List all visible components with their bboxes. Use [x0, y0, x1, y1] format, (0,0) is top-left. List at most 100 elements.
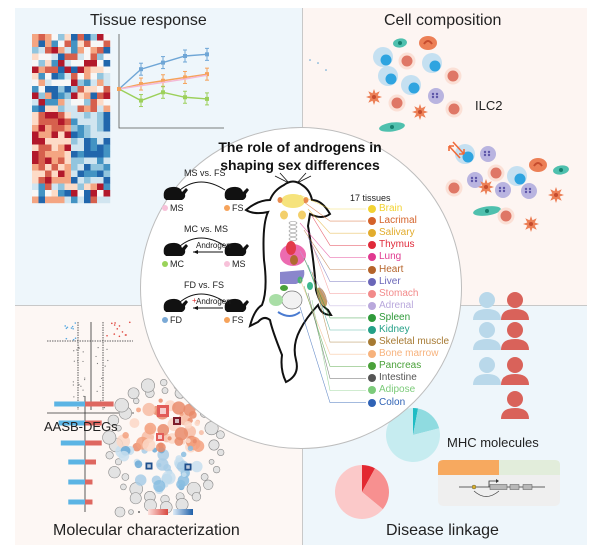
group-dot	[162, 261, 168, 267]
mouse-silhouette-icon	[164, 299, 188, 312]
androgen-arrowhead	[193, 306, 198, 310]
group-label-right: MS	[232, 259, 246, 269]
mouse-body	[225, 187, 249, 200]
spine	[289, 238, 297, 241]
whisker	[275, 176, 289, 183]
mouse-body	[164, 243, 188, 256]
tissue-item: Colon	[368, 397, 449, 409]
tissue-item: Pancreas	[368, 360, 449, 372]
organ-adipose	[269, 294, 283, 306]
tissue-item: Kidney	[368, 324, 449, 336]
tissue-intestine-icon	[368, 374, 376, 382]
organ-thymus	[286, 241, 296, 255]
tissue-brain-icon	[368, 205, 376, 213]
tissue-label: Thymus	[379, 239, 415, 251]
tissue-label: Stomach	[379, 288, 418, 300]
tissue-stomach-icon	[368, 290, 376, 298]
tissue-label: Colon	[379, 397, 405, 409]
mouse-silhouette-icon	[164, 243, 188, 256]
leader-line	[312, 216, 366, 245]
organ-heart	[290, 255, 298, 265]
spine	[289, 230, 297, 233]
spine	[289, 226, 297, 229]
tissue-label: Intestine	[379, 372, 417, 384]
organ-salivary	[298, 211, 306, 220]
comparison-title: FD vs. FS	[184, 280, 224, 290]
whisker	[297, 176, 311, 183]
organ-spleen	[298, 277, 303, 284]
mouse-silhouette-icon	[225, 187, 249, 200]
tissue-label: Skeletal muscle	[379, 336, 449, 348]
tissue-salivary-icon	[368, 229, 376, 237]
tissue-pancreas-icon	[368, 362, 376, 370]
group-label-right: FS	[232, 315, 244, 325]
leader-line	[312, 244, 366, 294]
group-label-left: MS	[170, 203, 184, 213]
tissue-label: Pancreas	[379, 360, 421, 372]
organ-skeletal-muscle	[315, 286, 329, 308]
organ-pancreas	[280, 285, 288, 291]
tissue-item: Brain	[368, 203, 449, 215]
androgen-arrowhead	[193, 250, 198, 254]
tissue-label: Salivary	[379, 227, 415, 239]
tissue-adipose-icon	[368, 386, 376, 394]
tissue-label: Liver	[379, 276, 401, 288]
leader-line	[312, 300, 366, 391]
tissue-label: Lacrimal	[379, 215, 417, 227]
tissue-kidney-icon	[368, 326, 376, 334]
group-dot	[224, 261, 230, 267]
group-label-left: FD	[170, 315, 182, 325]
androgen-label: Androgen	[196, 241, 231, 250]
tissue-item: Skeletal muscle	[368, 336, 449, 348]
spine	[289, 222, 297, 225]
leader-line	[300, 307, 366, 403]
group-dot	[162, 317, 168, 323]
group-dot	[224, 317, 230, 323]
tissue-item: Bone marrow	[368, 348, 449, 360]
group-dot	[162, 205, 168, 211]
tissue-skeletal-muscle-icon	[368, 338, 376, 346]
organ-salivary	[280, 211, 288, 220]
mouse-diagram	[246, 173, 366, 403]
tissue-label: Brain	[379, 203, 402, 215]
leader-line	[312, 272, 366, 342]
tissues-header: 17 tissues	[350, 193, 391, 203]
mouse-body	[164, 299, 188, 312]
whisker	[280, 173, 289, 183]
tissue-legend: BrainLacrimalSalivaryThymusLungHeartLive…	[368, 203, 449, 409]
organ-lacrimal	[278, 197, 283, 203]
tissue-spleen-icon	[368, 314, 376, 322]
tissue-item: Lacrimal	[368, 215, 449, 227]
tissue-item: Heart	[368, 263, 449, 275]
tissue-item: Spleen	[368, 312, 449, 324]
tissue-label: Lung	[379, 251, 401, 263]
tissue-adrenal-icon	[368, 302, 376, 310]
group-label-right: FS	[232, 203, 244, 213]
spine	[289, 234, 297, 237]
organ-kidney	[307, 282, 313, 290]
group-label-left: MC	[170, 259, 184, 269]
tissue-liver-icon	[368, 278, 376, 286]
tissue-lacrimal-icon	[368, 217, 376, 225]
volcano-label: AASB-DEGs	[44, 419, 118, 434]
tissue-label: Heart	[379, 264, 403, 276]
tissue-label: Adipose	[379, 384, 415, 396]
leader-line	[300, 251, 366, 306]
tissue-thymus-icon	[368, 241, 376, 249]
mouse-body	[164, 187, 188, 200]
tissue-item: Lung	[368, 251, 449, 263]
tissue-item: Adrenal	[368, 300, 449, 312]
mhc-label: MHC molecules	[447, 435, 539, 450]
comparison-title: MS vs. FS	[184, 168, 226, 178]
group-dot	[224, 205, 230, 211]
leader-line	[308, 237, 366, 282]
whisker	[297, 173, 306, 183]
plus-sign: +	[192, 296, 197, 305]
organ-intestine	[282, 291, 302, 309]
tissue-item: Salivary	[368, 227, 449, 239]
tissue-colon-icon	[368, 399, 376, 407]
tissue-lung-icon	[368, 253, 376, 261]
tissue-heart-icon	[368, 266, 376, 274]
organ-brain	[281, 194, 305, 208]
